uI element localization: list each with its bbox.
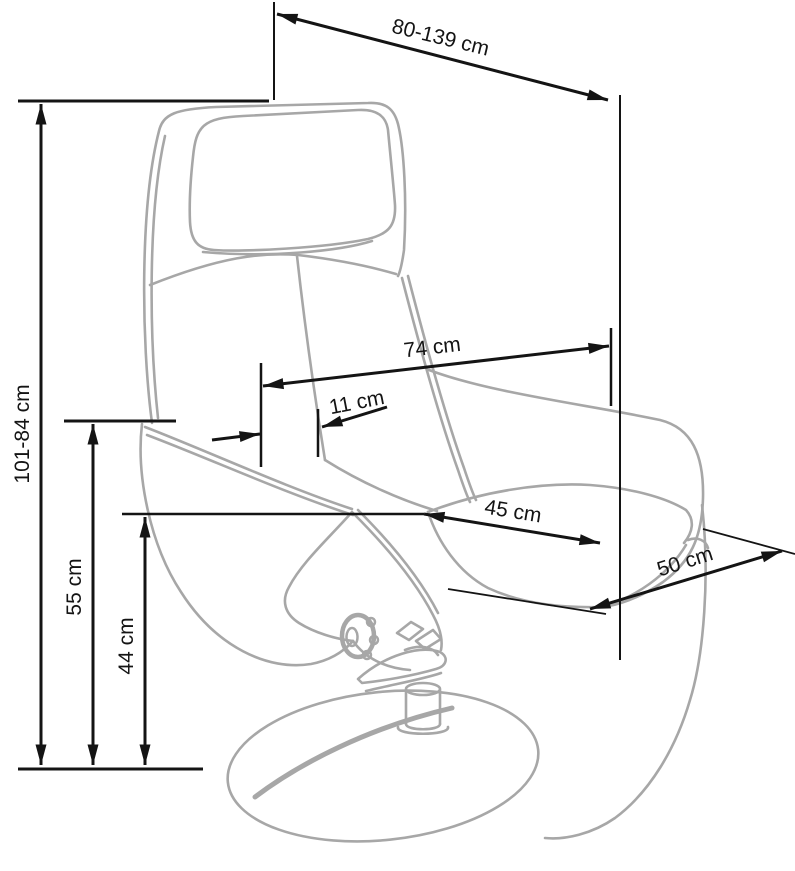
backrest-outline xyxy=(142,101,407,425)
right-armrest-front-seam xyxy=(686,537,710,550)
headrest-panel-piping xyxy=(201,239,374,256)
backrest-seam-right-b xyxy=(406,274,478,502)
dim-arrow-seat-depth xyxy=(589,549,783,611)
backrest-seam-horizontal xyxy=(148,252,398,287)
recline-knob-nub-mid xyxy=(368,634,380,646)
dim-label-seat-height: 44 cm xyxy=(115,617,138,674)
backrest-left-piping xyxy=(150,134,167,420)
dim-arrow-total-depth xyxy=(262,342,610,390)
mechanism-wedge-inner xyxy=(403,645,440,657)
left-armrest-front-edge-a xyxy=(351,511,443,652)
seat-cushion-top-edge xyxy=(426,483,694,545)
dim-arrow-top-span xyxy=(276,12,609,102)
left-armrest-band-a xyxy=(143,425,354,511)
underseat-edge xyxy=(351,639,412,672)
dim-label-top-span: 80-139 cm xyxy=(390,15,492,61)
dim-arrow-seat-width xyxy=(423,511,601,546)
dim-label-armrest-height: 55 cm xyxy=(63,558,86,615)
backrest-seam-right-a xyxy=(400,276,472,504)
recline-knob-nub-bottom xyxy=(361,649,373,661)
left-armrest-inner-hollow xyxy=(283,510,355,643)
dim-label-headrest-gap: 11 cm xyxy=(327,386,386,419)
mechanism-plate-b xyxy=(414,628,443,651)
recline-knob-center xyxy=(345,626,359,648)
mechanism-wedge xyxy=(356,648,447,685)
left-armrest-band-b xyxy=(145,433,355,517)
seat-cushion-front-edge xyxy=(426,510,602,609)
dim-arrow-headrest-gap-left xyxy=(211,431,261,443)
dim-label-total-depth: 74 cm xyxy=(403,333,462,363)
mechanism-plate-a xyxy=(395,620,425,642)
seat-back-junction xyxy=(323,458,439,513)
left-armrest-outline xyxy=(139,422,355,667)
dim-label-seat-width: 45 cm xyxy=(483,496,543,528)
chair-illustration xyxy=(139,101,710,843)
ext-line-50-upper-witness xyxy=(702,528,795,555)
dim-arrow-headrest-gap-right xyxy=(321,405,388,429)
ext-line-50-lower-witness xyxy=(447,588,607,615)
backrest-seam-left xyxy=(295,254,327,462)
recline-knob-nub-top xyxy=(365,616,377,628)
base-disc xyxy=(226,689,540,843)
dimension-annotations xyxy=(18,2,795,771)
left-armrest-front-edge-b xyxy=(356,508,440,615)
headrest-panel xyxy=(188,108,397,252)
column-bottom xyxy=(396,722,450,735)
mechanism-lower-line xyxy=(364,671,443,693)
column-top-rim xyxy=(404,681,442,697)
base-disc-band xyxy=(252,705,455,800)
dim-label-back-height: 101-84 cm xyxy=(11,384,34,483)
